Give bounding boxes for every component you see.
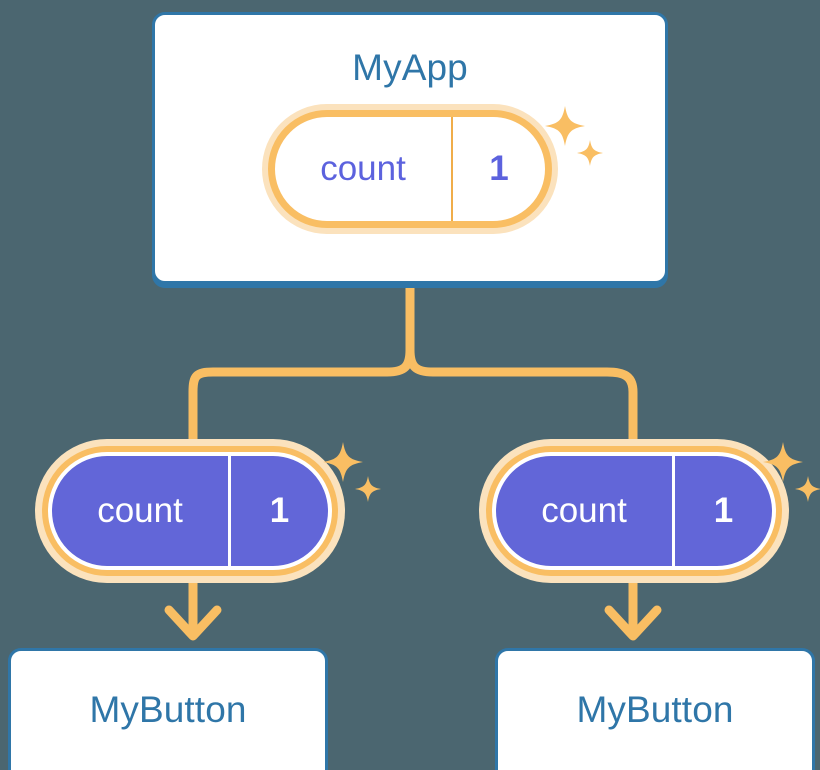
sparkle-small-icon bbox=[795, 476, 820, 502]
state-chip-key: count bbox=[52, 456, 231, 566]
state-chip-key: count bbox=[496, 456, 675, 566]
state-chip-child-right[interactable]: count 1 bbox=[492, 452, 776, 570]
component-label-mybutton: MyButton bbox=[576, 689, 734, 730]
component-label-myapp: MyApp bbox=[352, 47, 468, 88]
state-chip-child-left[interactable]: count 1 bbox=[48, 452, 332, 570]
arrowhead-right-icon bbox=[604, 605, 662, 641]
wire-branch-left bbox=[188, 349, 415, 452]
component-box-mybutton-right[interactable]: MyButton bbox=[495, 648, 815, 770]
arrowhead-left-icon bbox=[164, 605, 222, 641]
sparkle-large-icon bbox=[323, 442, 363, 482]
state-chip-value: 1 bbox=[269, 491, 290, 530]
state-chip-value: 1 bbox=[713, 491, 734, 530]
state-chip-key: count bbox=[275, 117, 453, 221]
component-label-mybutton: MyButton bbox=[89, 689, 247, 730]
component-box-mybutton-left[interactable]: MyButton bbox=[8, 648, 328, 770]
wire-branch-right bbox=[405, 349, 638, 452]
state-chip-value: 1 bbox=[489, 149, 509, 188]
state-chip-myapp[interactable]: count 1 bbox=[268, 110, 552, 228]
sparkle-small-icon bbox=[355, 476, 381, 502]
